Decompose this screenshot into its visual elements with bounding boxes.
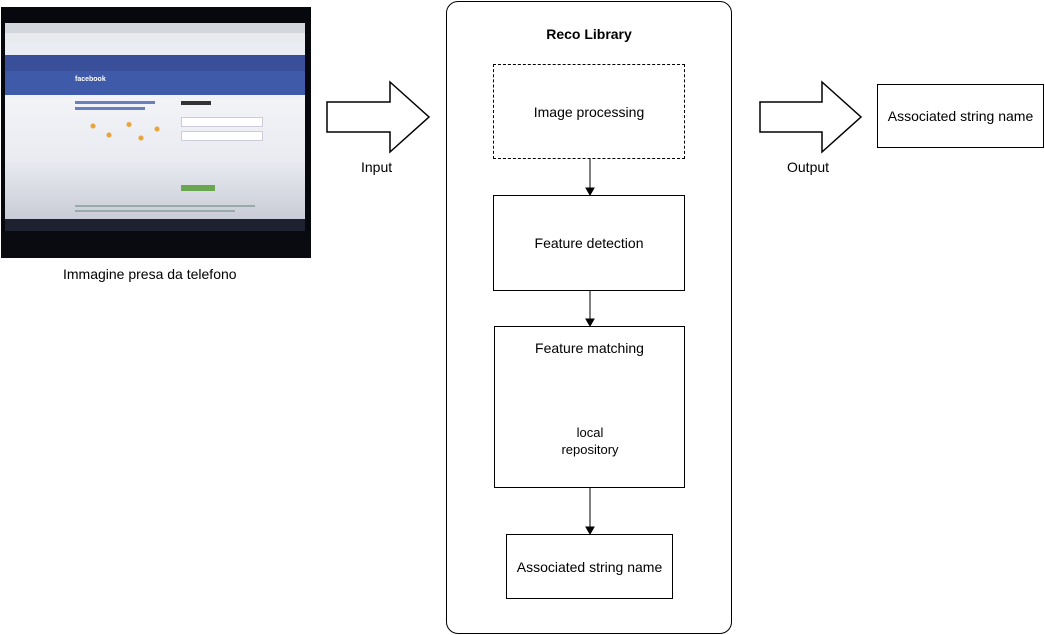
network-illustration [85,117,165,147]
browser-addressbar [5,33,305,41]
input-arrow [326,80,431,154]
feature-matching-step: Feature matching [494,326,685,488]
photo-caption: Immagine presa da telefono [63,266,237,282]
footer-line [75,210,235,212]
footer-line [75,205,255,207]
output-label: Output [787,159,830,175]
feature-matching-label: Feature matching [535,340,644,356]
feature-detection-step: Feature detection [493,195,685,291]
os-taskbar [5,219,305,231]
text-line [75,107,145,110]
inner-output-label: Associated string name [516,558,663,575]
image-processing-label: Image processing [533,103,645,120]
text-line [75,101,155,104]
reco-library-container [446,1,732,634]
image-processing-step: Image processing [493,64,685,159]
connector-1-head [585,187,595,197]
inner-output-step: Associated string name [506,534,673,599]
browser-tabbar [5,23,305,33]
site-header [5,71,305,95]
site-logo-text: facebook [75,76,106,83]
cookie-banner [5,55,305,71]
repository-line-2: repository [561,442,619,457]
output-arrow [759,80,863,154]
connector-3-head [585,526,595,536]
output-box-label: Associated string name [887,108,1034,124]
laptop-bezel [1,231,311,258]
connector-2-head [585,318,595,328]
feature-detection-label: Feature detection [534,235,644,251]
local-repository-label: local repository [557,424,623,458]
output-box: Associated string name [877,84,1044,148]
form-field [181,131,263,141]
input-photo: facebook [1,7,311,258]
signup-button-mark [181,185,215,191]
repository-line-1: local [576,425,604,440]
signup-heading-mark [181,101,211,105]
input-label: Input [361,159,393,175]
reco-library-title: Reco Library [546,26,632,42]
form-field [181,117,263,127]
